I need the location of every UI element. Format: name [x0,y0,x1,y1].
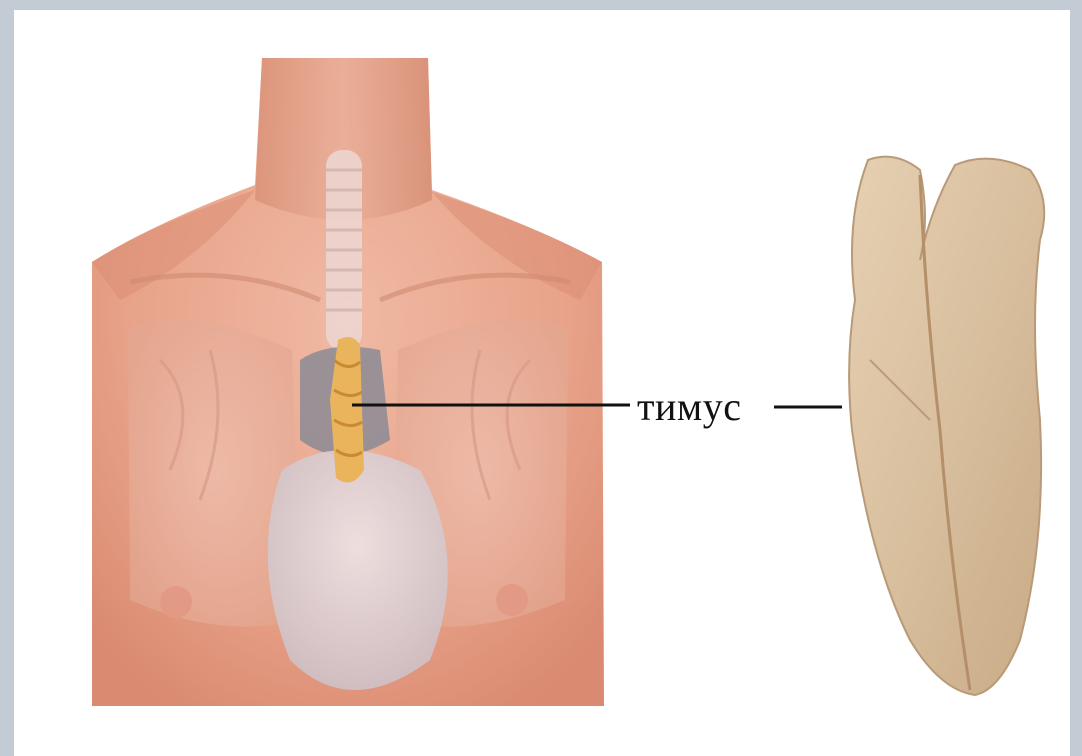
left-nipple [160,586,192,618]
trachea [326,150,362,350]
right-nipple [496,584,528,616]
thymus-label: тимус [637,387,741,427]
heart [268,450,448,690]
thymus-organ [849,157,1044,695]
